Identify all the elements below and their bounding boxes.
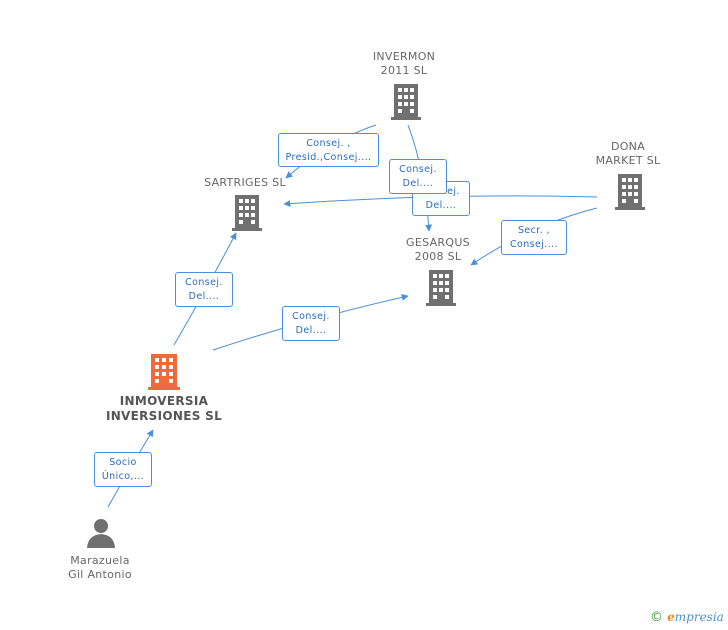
person-icon[interactable] [86, 518, 116, 548]
building-icon[interactable] [615, 174, 645, 210]
edge-label-inmoversia-sartriges[interactable]: Consej. Del.... [175, 272, 233, 307]
building-icon[interactable] [232, 195, 262, 231]
node-label-dona-market[interactable]: DONA MARKET SL [595, 140, 661, 167]
edge-label-marazuela-inmoversia[interactable]: Socio Único,... [94, 452, 152, 487]
brand-logo: empresia [667, 610, 724, 624]
node-label-inmoversia[interactable]: INMOVERSIA INVERSIONES SL [105, 394, 223, 423]
edge-label-inmoversia-gesarqus[interactable]: Consej. Del.... [282, 306, 340, 341]
edge-label-invermon-gesarqus[interactable]: Consej. Del.... [389, 159, 447, 194]
edge-label-invermon-sartriges[interactable]: Consej. , Presid.,Consej.... [278, 133, 379, 167]
building-icon[interactable] [391, 84, 421, 120]
node-label-marazuela[interactable]: Marazuela Gil Antonio [68, 554, 132, 581]
node-label-sartriges[interactable]: SARTRIGES SL [204, 176, 286, 189]
node-label-invermon[interactable]: INVERMON 2011 SL [372, 50, 436, 77]
main-building-icon[interactable] [148, 354, 180, 390]
node-label-gesarqus[interactable]: GESARQUS 2008 SL [406, 236, 470, 263]
copyright-symbol: © [650, 610, 663, 625]
edge-label-dona-gesarqus[interactable]: Secr. , Consej.... [501, 220, 567, 255]
brand-watermark: © empresia [650, 610, 724, 625]
building-icon[interactable] [426, 270, 456, 306]
